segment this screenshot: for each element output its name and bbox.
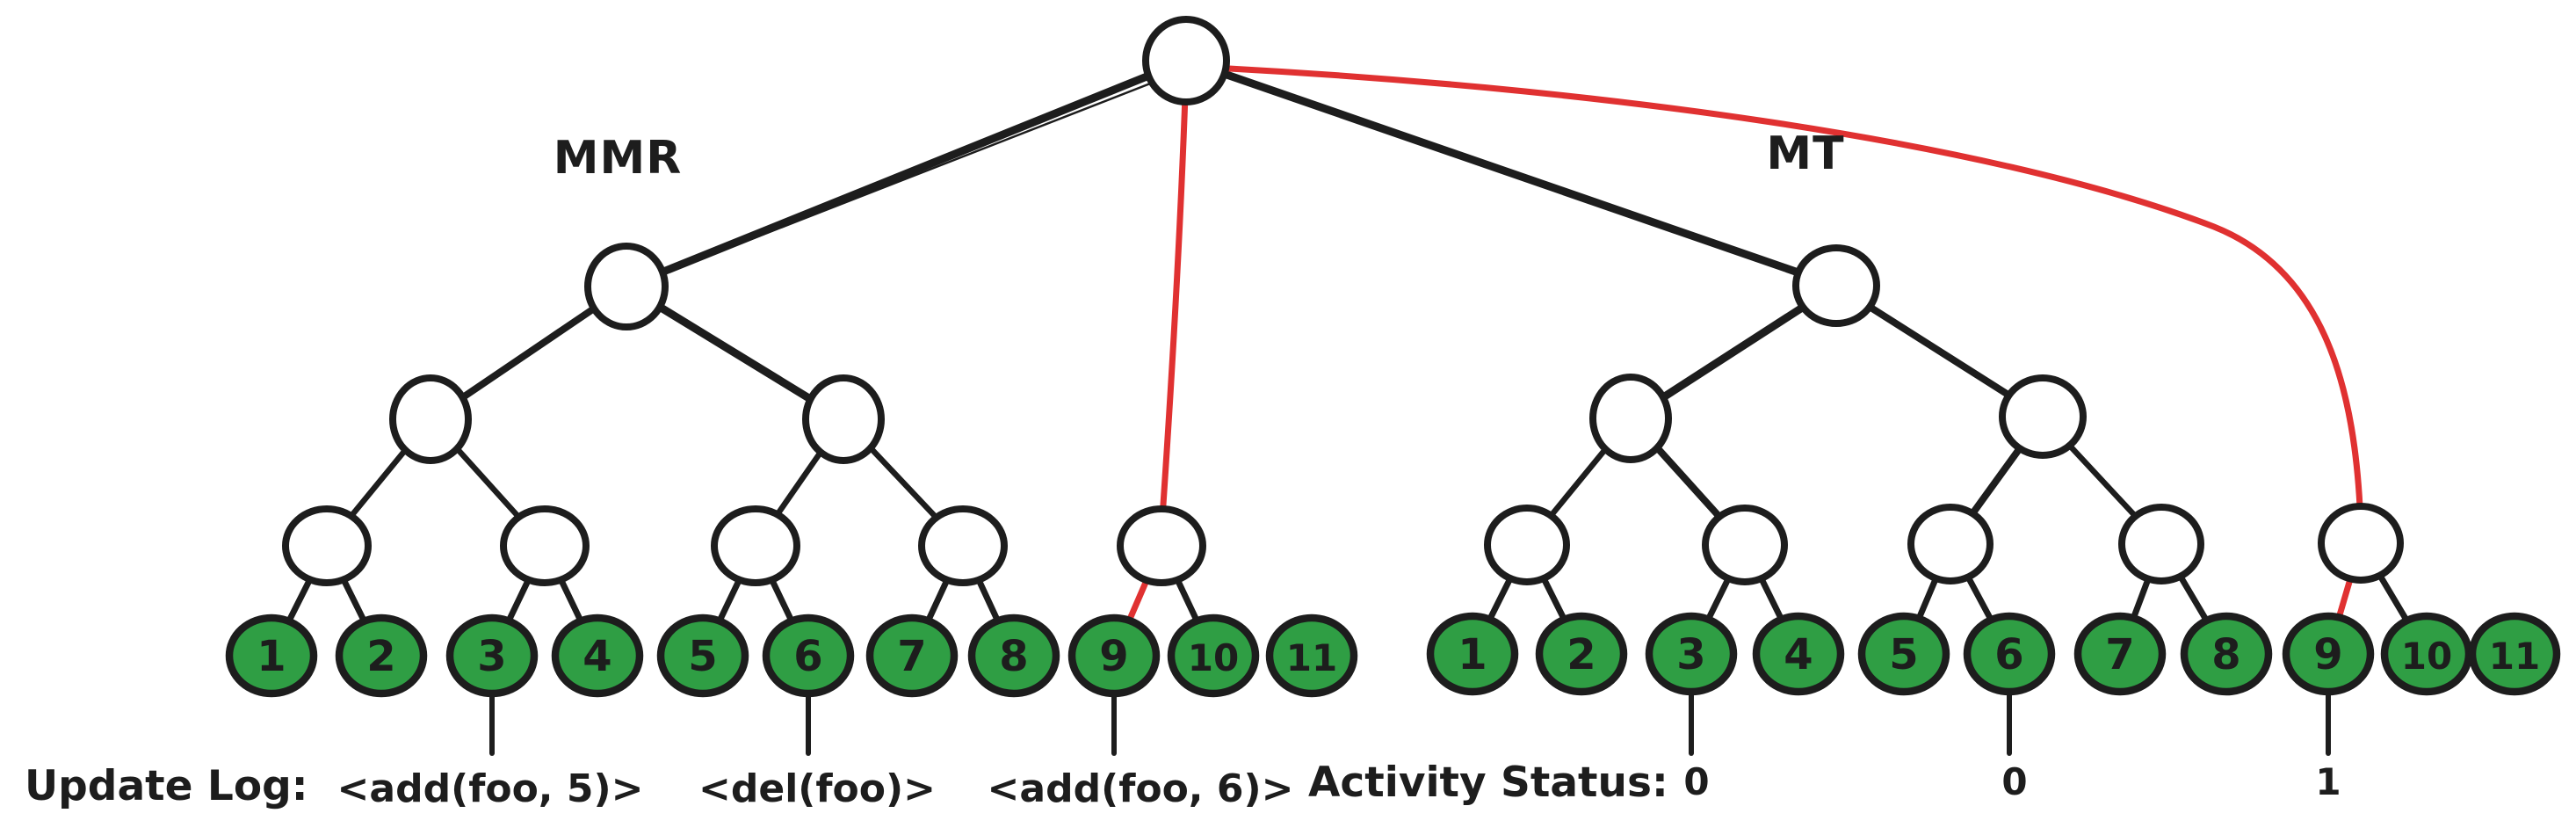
mt-leaf-3-label: 3 bbox=[1676, 630, 1705, 679]
mmr-leaf-11-label: 11 bbox=[1286, 636, 1337, 679]
mmr-leaf-6-label: 6 bbox=[793, 632, 822, 681]
mmr-leaf-2-label: 2 bbox=[366, 632, 395, 681]
update-log-entry-1: <add(foo, 5)> bbox=[337, 766, 644, 811]
mmr-leaf-9-label: 9 bbox=[1099, 632, 1128, 681]
mt-internal-node-l3a bbox=[1484, 505, 1570, 585]
mmr-leaf-4 bbox=[551, 614, 644, 698]
mt-leaf-7-label: 7 bbox=[2105, 630, 2134, 679]
mt-internal-node-l3b bbox=[1702, 505, 1788, 585]
mt-leaf-8 bbox=[2180, 612, 2273, 696]
mt-leaf-11 bbox=[2468, 612, 2561, 696]
mt-leaf-7 bbox=[2073, 612, 2167, 696]
mt-leaf-3 bbox=[1645, 612, 1738, 696]
mt-internal-node-l3d bbox=[2118, 504, 2204, 584]
mmr-internal-node-l2b bbox=[802, 374, 885, 464]
activity-status-value-3: 1 bbox=[2315, 760, 2341, 803]
mmr-leaf-7-label: 7 bbox=[897, 632, 926, 681]
proof-curve-root-to-mt-parent9 bbox=[1193, 63, 2364, 531]
mmr-leaf-8 bbox=[967, 614, 1060, 698]
mt-leaf-5 bbox=[1857, 612, 1950, 696]
mmr-leaf-1-label: 1 bbox=[257, 632, 286, 681]
mmr-leaf-7 bbox=[865, 614, 959, 698]
mt-internal-node-l3e bbox=[2318, 503, 2404, 584]
edge-root-mmr-thin bbox=[653, 71, 1179, 279]
activity-status-value-2: 0 bbox=[2001, 760, 2027, 803]
mmr-leaf-3-label: 3 bbox=[477, 632, 506, 681]
mmr-internal-node-l3c bbox=[711, 505, 800, 586]
mt-internal-node-l2a bbox=[1589, 374, 1672, 463]
mmr-internal-node-l3b bbox=[500, 505, 590, 586]
mt-internal-node-l3c bbox=[1907, 504, 1994, 584]
mmr-root-node bbox=[584, 243, 669, 330]
activity-status-value-1: 0 bbox=[1683, 760, 1709, 803]
mmr-leaf-10 bbox=[1167, 614, 1260, 698]
mt-leaf-6-label: 6 bbox=[1994, 630, 2023, 679]
mmr-leaf-1 bbox=[225, 614, 318, 698]
mmr-internal-node-l3a bbox=[282, 505, 372, 586]
mt-leaf-9 bbox=[2282, 612, 2375, 696]
update-log-entry-3: <add(foo, 6)> bbox=[988, 766, 1294, 811]
mt-leaf-1-label: 1 bbox=[1458, 630, 1487, 679]
mmr-leaf-2 bbox=[335, 614, 428, 698]
mmr-label: MMR bbox=[554, 132, 683, 185]
mt-root-node bbox=[1792, 244, 1880, 327]
mt-leaf-5-label: 5 bbox=[1889, 630, 1918, 679]
mt-leaf-4 bbox=[1752, 612, 1845, 696]
mt-leaf-11-label: 11 bbox=[2489, 635, 2540, 678]
mmr-internal-node-l3e bbox=[1117, 505, 1206, 586]
mt-leaf-1 bbox=[1426, 612, 1519, 696]
mt-leaf-4-label: 4 bbox=[1784, 630, 1813, 679]
mt-leaf-8-label: 8 bbox=[2211, 630, 2240, 679]
mt-leaf-10-label: 10 bbox=[2401, 635, 2452, 678]
mmr-leaf-8-label: 8 bbox=[999, 632, 1028, 681]
proof-line-root-to-mmr-parent9 bbox=[1157, 67, 1190, 547]
mmr-internal-node-l2a bbox=[389, 374, 472, 464]
mmr-leaf-10-label: 10 bbox=[1188, 636, 1239, 679]
edge-root-mmr bbox=[622, 56, 1190, 291]
mt-label: MT bbox=[1766, 127, 1844, 180]
mt-leaf-6 bbox=[1963, 612, 2056, 696]
mmr-leaf-5 bbox=[656, 614, 749, 698]
mmr-internal-node-l3d bbox=[918, 505, 1008, 586]
update-log-label: Update Log: bbox=[25, 762, 308, 810]
mmr-leaf-11 bbox=[1265, 614, 1358, 698]
mt-leaf-2 bbox=[1535, 612, 1628, 696]
activity-status-label: Activity Status: bbox=[1308, 759, 1668, 807]
mt-internal-node-l2b bbox=[1999, 374, 2087, 459]
root-node bbox=[1142, 16, 1230, 105]
mmr-leaf-4-label: 4 bbox=[582, 632, 611, 681]
mt-leaf-9-label: 9 bbox=[2313, 630, 2342, 679]
mt-leaf-2-label: 2 bbox=[1567, 630, 1596, 679]
mmr-leaf-5-label: 5 bbox=[688, 632, 717, 681]
edge-root-mt bbox=[1182, 56, 1841, 290]
update-log-entry-2: <del(foo)> bbox=[698, 766, 936, 811]
